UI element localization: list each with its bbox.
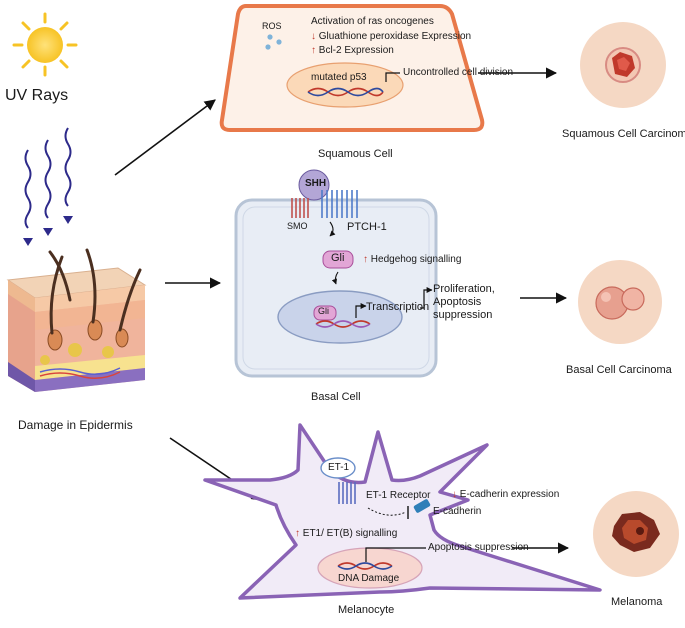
et1-signalling-label: ↑ ET1/ ET(B) signalling bbox=[295, 528, 398, 539]
dna-helix-icon bbox=[307, 87, 384, 97]
dna-damage-label: DNA Damage bbox=[338, 573, 400, 584]
nucleus-to-outcome-line bbox=[385, 72, 400, 82]
bcc-label: Basal Cell Carcinoma bbox=[566, 364, 672, 376]
gli-label: Gli bbox=[331, 252, 345, 264]
gli-protein bbox=[322, 250, 354, 269]
scc-label: Squamous Cell Carcinoma bbox=[562, 128, 685, 140]
dna-helix-icon-melanocyte bbox=[337, 562, 393, 570]
uncontrolled-division-label: Uncontrolled cell division bbox=[403, 67, 514, 78]
smo-receptor bbox=[291, 198, 309, 218]
ros-label: ROS bbox=[262, 21, 282, 31]
melanocyte-label: Melanocyte bbox=[338, 604, 395, 616]
skin-cross-section-icon bbox=[6, 248, 147, 392]
et1-receptor-label: ET-1 Receptor bbox=[366, 490, 431, 501]
tumor-icon-bcc bbox=[578, 260, 662, 344]
melanoma-label: Melanoma bbox=[611, 596, 663, 608]
basal-outcome-label: Proliferation, Apoptosis suppression bbox=[433, 283, 495, 321]
uv-wave-icon bbox=[24, 127, 72, 229]
squamous-nucleus bbox=[286, 62, 404, 108]
ecadherin-label: E-cadherin bbox=[433, 506, 482, 517]
gli-in-nucleus bbox=[313, 305, 337, 321]
shh-label: SHH bbox=[305, 178, 327, 189]
basal-cell-body bbox=[234, 198, 438, 378]
squamous-text-bcl2: ↑ Bcl-2 Expression bbox=[311, 45, 394, 56]
et1-receptor-icon bbox=[338, 482, 356, 504]
arrow-to-squamous bbox=[114, 99, 216, 176]
mutated-p53-label: mutated p53 bbox=[311, 72, 367, 83]
melanocyte-body bbox=[203, 423, 602, 600]
squamous-text-ras: Activation of ras oncogenes bbox=[311, 16, 434, 27]
et1-ligand bbox=[320, 457, 356, 479]
tumor-icon-scc bbox=[580, 22, 666, 108]
uv-rays-label: UV Rays bbox=[5, 87, 69, 104]
basal-cell-label: Basal Cell bbox=[311, 391, 361, 403]
hedgehog-label: ↑ Hedgehog signalling bbox=[363, 254, 462, 265]
squamous-text-gpx: ↓ Gluathione peroxidase Expression bbox=[311, 31, 472, 42]
apoptosis-suppression-label: Apoptosis suppression bbox=[428, 542, 529, 553]
squamous-cell-label: Squamous Cell bbox=[318, 148, 393, 160]
transcription-label: Transcription bbox=[366, 301, 430, 313]
ros-dots bbox=[265, 34, 282, 50]
et1-label: ET-1 bbox=[328, 462, 350, 473]
basal-nucleus bbox=[277, 290, 403, 344]
gli-nucleus-label: Gli bbox=[318, 306, 329, 316]
dna-helix-icon-basal bbox=[315, 320, 371, 328]
tumor-icon-melanoma bbox=[593, 491, 679, 577]
ptch-label: PTCH-1 bbox=[347, 221, 387, 233]
damage-epidermis-label: Damage in Epidermis bbox=[18, 418, 133, 432]
sun-icon bbox=[12, 12, 78, 77]
ptch-receptor bbox=[321, 190, 358, 218]
ecadherin-icon bbox=[413, 499, 431, 513]
smo-label: SMO bbox=[287, 221, 308, 231]
ecad-expression-label: ↓ E-cadherin expression bbox=[452, 489, 560, 500]
